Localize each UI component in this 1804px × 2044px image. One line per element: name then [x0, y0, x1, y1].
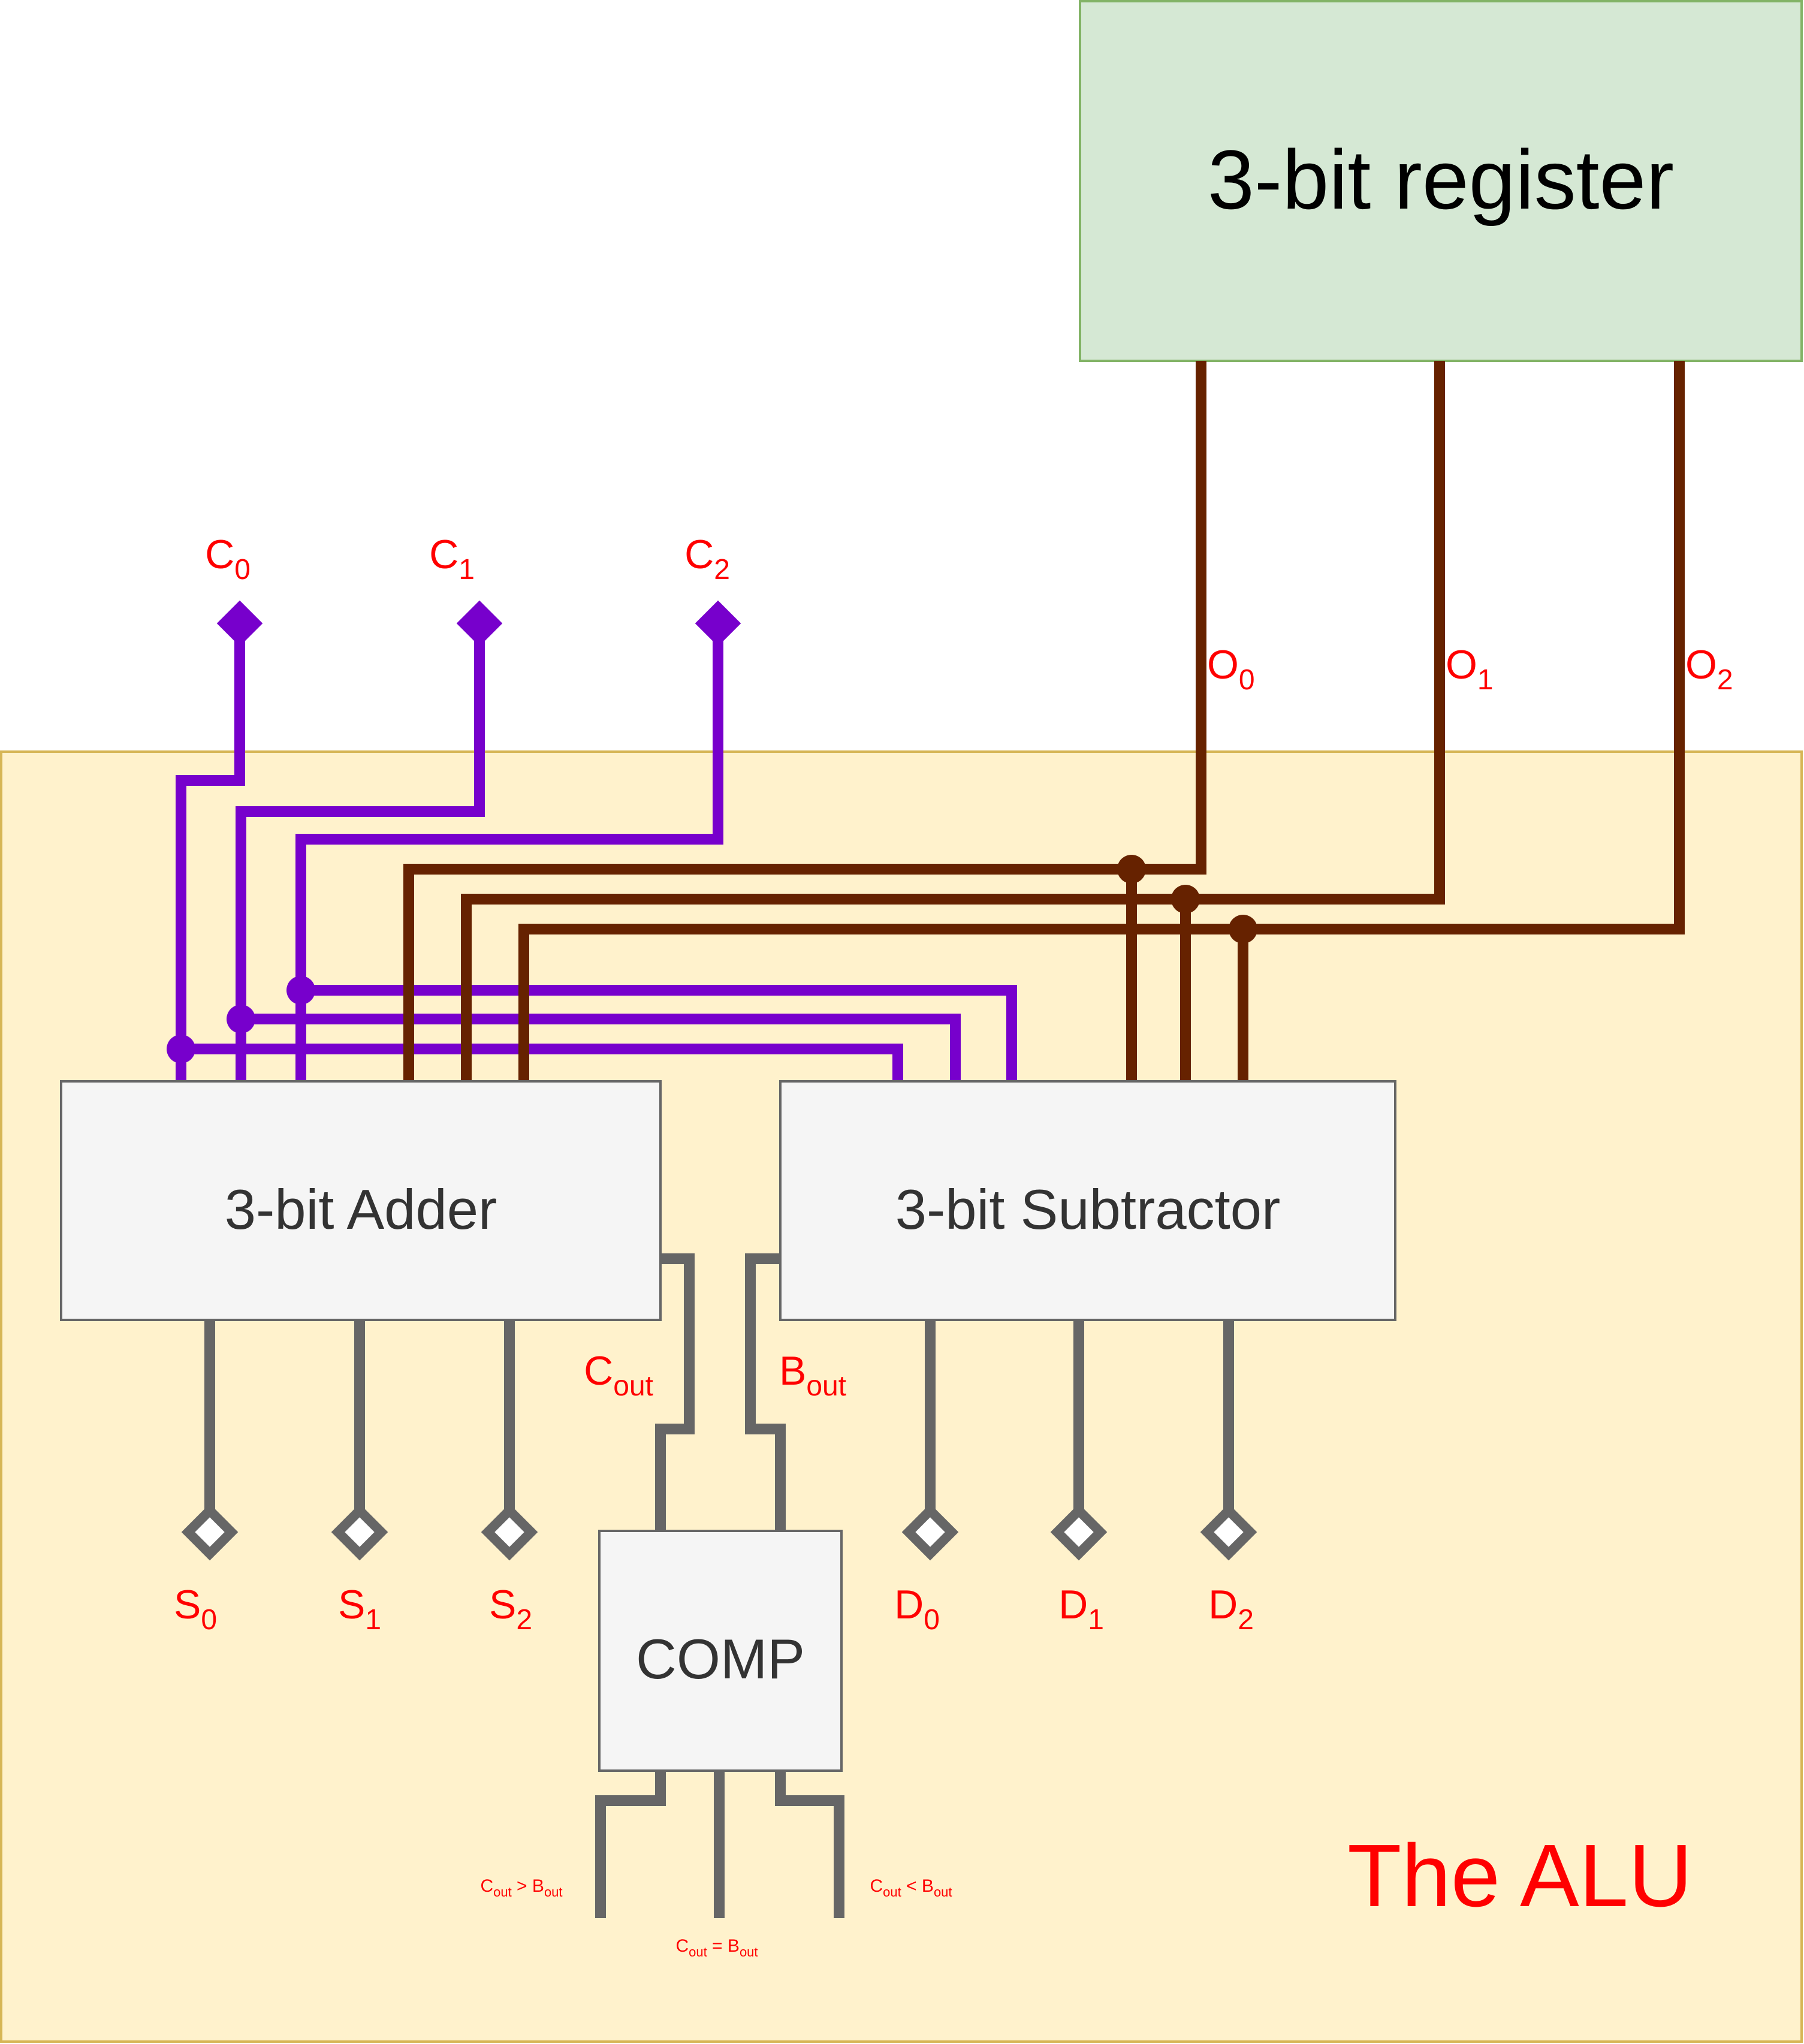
c0-label: C0	[205, 532, 251, 586]
comp-less-label: Cout < Bout	[870, 1876, 952, 1900]
o1-wire	[461, 361, 1445, 1080]
junction-dot	[286, 976, 315, 1005]
c2-to-subtractor	[301, 985, 1017, 1080]
s2-pin	[481, 1503, 538, 1561]
comp-title: COMP	[636, 1627, 805, 1690]
comp-equal-label: Cout = Bout	[675, 1936, 758, 1959]
o1-label: O1	[1446, 642, 1494, 696]
register-block	[1079, 0, 1803, 362]
comp-block	[598, 1530, 843, 1772]
c1-to-subtractor	[241, 1014, 961, 1080]
c2-label: C2	[684, 532, 730, 586]
register-title: 3-bit register	[1208, 132, 1674, 227]
gray-wires	[204, 1253, 1234, 1918]
junction-dot	[167, 1035, 195, 1063]
c1-label: C1	[429, 532, 475, 586]
output-pins	[181, 1503, 1257, 1561]
o-output-wires	[403, 361, 1685, 1080]
subtractor-block	[779, 1080, 1396, 1321]
alu-title: The ALU	[1347, 1826, 1693, 1925]
c-input-pins	[216, 600, 741, 647]
o0-label: O0	[1207, 642, 1255, 696]
c0-pin	[216, 600, 263, 647]
adder-block	[60, 1080, 662, 1321]
c0-wire	[176, 623, 245, 1080]
borrow-out-wire	[745, 1253, 786, 1531]
s1-pin	[331, 1503, 388, 1561]
subtractor-title: 3-bit Subtractor	[895, 1178, 1281, 1241]
d2-label: D2	[1208, 1582, 1254, 1636]
junction-dot	[1171, 885, 1200, 914]
junction-dot	[227, 1005, 255, 1033]
carry-out-label: Cout	[584, 1348, 653, 1402]
c1-wire	[236, 623, 485, 1080]
c-junctions	[167, 976, 315, 1063]
o-junctions	[1117, 855, 1257, 943]
c2-wire	[295, 623, 723, 1080]
comp-greater-label: Cout > Bout	[480, 1876, 562, 1900]
s0-label: S0	[174, 1582, 217, 1636]
c2-pin	[695, 600, 741, 647]
carry-out-wire	[655, 1253, 695, 1531]
s0-pin	[181, 1503, 239, 1561]
o0-wire	[403, 361, 1206, 1080]
d0-label: D0	[894, 1582, 940, 1636]
adder-title: 3-bit Adder	[225, 1178, 497, 1241]
d2-pin	[1200, 1503, 1257, 1561]
comp-less-wire	[775, 1771, 844, 1918]
o2-label: O2	[1685, 642, 1733, 696]
comp-greater-wire	[595, 1771, 666, 1918]
o2-wire	[518, 361, 1685, 1080]
d1-label: D1	[1058, 1582, 1104, 1636]
c1-pin	[456, 600, 503, 647]
d0-pin	[901, 1503, 959, 1561]
junction-dot	[1229, 915, 1257, 943]
junction-dot	[1117, 855, 1146, 884]
s2-label: S2	[489, 1582, 532, 1636]
d1-pin	[1050, 1503, 1108, 1561]
s1-label: S1	[338, 1582, 381, 1636]
borrow-out-label: Bout	[779, 1348, 846, 1402]
c0-to-subtractor	[181, 1044, 903, 1080]
c-input-wires	[176, 623, 1017, 1080]
